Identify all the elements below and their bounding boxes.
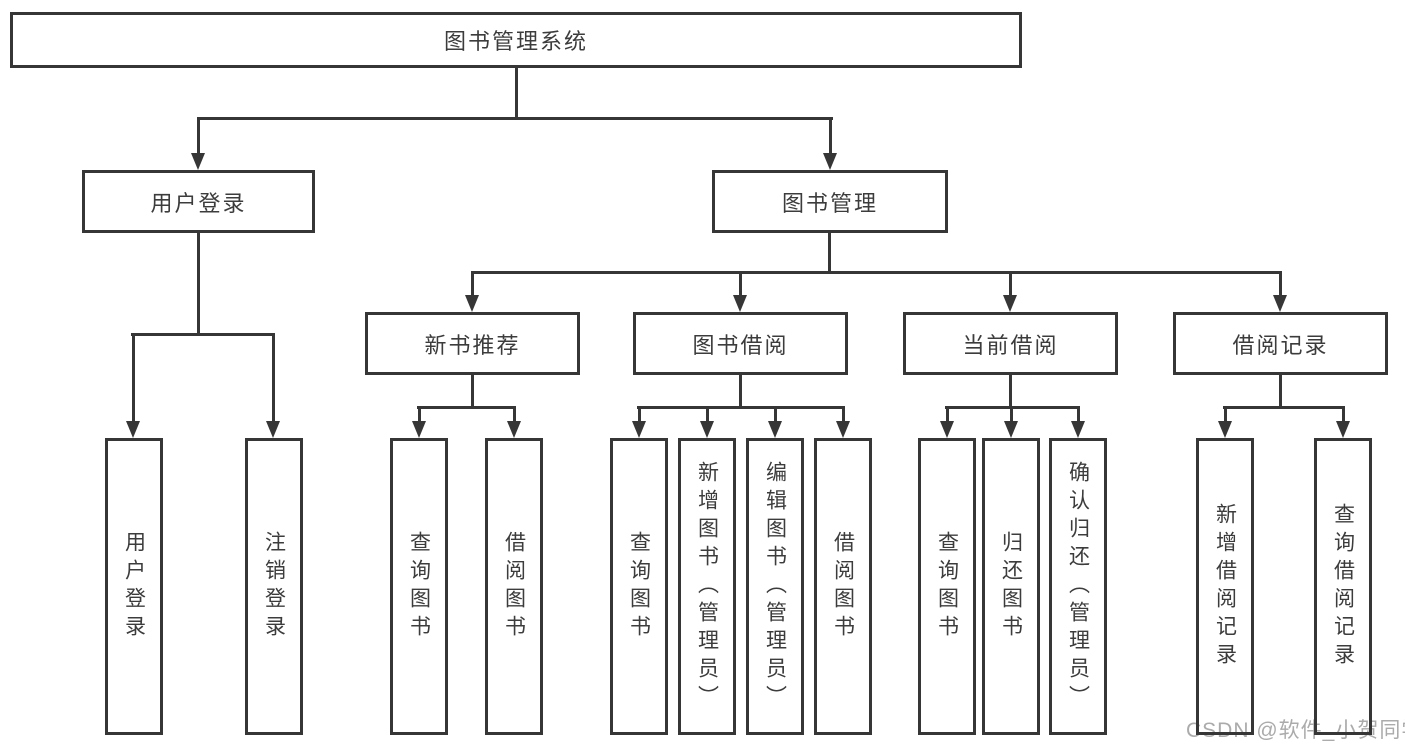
connector-line: [272, 333, 275, 423]
connector-line: [471, 373, 474, 409]
leaf-current-confirm-return-admin-label: 确认归还（管理员）: [1066, 460, 1090, 713]
connector-line: [418, 406, 421, 423]
csdn-watermark: CSDN @软件_小贺同学: [1186, 719, 1405, 742]
leaf-borrow-add-books-admin-label: 新增图书（管理员）: [695, 460, 719, 713]
leaf-current-search-books: 查询图书: [918, 438, 976, 735]
arrowhead-down-icon: [1004, 421, 1018, 438]
connector-line: [471, 271, 474, 297]
node-user-login-label: 用户登录: [150, 190, 247, 216]
connector-line: [774, 406, 777, 423]
leaf-recommend-search-books-label: 查询图书: [407, 530, 431, 643]
arrowhead-down-icon: [836, 421, 850, 438]
node-borrow-records-label: 借阅记录: [1232, 332, 1329, 358]
leaf-current-search-books-label: 查询图书: [935, 530, 959, 643]
leaf-recommend-borrow-books-label: 借阅图书: [502, 530, 526, 643]
node-new-book-recommend: 新书推荐: [365, 312, 580, 375]
arrowhead-down-icon: [507, 421, 521, 438]
arrowhead-down-icon: [1218, 421, 1232, 438]
connector-line: [1223, 406, 1345, 409]
connector-line: [513, 406, 516, 423]
connector-line: [515, 66, 518, 120]
arrowhead-down-icon: [1336, 421, 1350, 438]
leaf-recommend-search-books: 查询图书: [390, 438, 448, 735]
node-book-management-label: 图书管理: [781, 190, 878, 216]
arrowhead-down-icon: [126, 421, 140, 438]
leaf-current-return-books-label: 归还图书: [999, 530, 1023, 643]
leaf-borrow-add-books-admin: 新增图书（管理员）: [678, 438, 736, 735]
node-user-login: 用户登录: [82, 170, 315, 233]
leaf-borrow-borrow-books-label: 借阅图书: [831, 530, 855, 643]
arrowhead-down-icon: [700, 421, 714, 438]
leaf-borrow-search-books-label: 查询图书: [627, 530, 651, 643]
arrowhead-down-icon: [191, 153, 205, 170]
leaf-logout-login-label: 注销登录: [262, 530, 286, 643]
leaf-borrow-edit-books-admin-label: 编辑图书（管理员）: [763, 460, 787, 713]
connector-line: [739, 373, 742, 409]
leaf-records-add-record: 新增借阅记录: [1196, 438, 1254, 735]
node-new-book-recommend-label: 新书推荐: [424, 332, 521, 358]
connector-line: [637, 406, 845, 409]
node-book-borrow-label: 图书借阅: [692, 332, 789, 358]
arrowhead-down-icon: [768, 421, 782, 438]
connector-line: [197, 117, 833, 120]
connector-line: [471, 271, 1282, 274]
connector-line: [638, 406, 641, 423]
connector-line: [1009, 271, 1012, 297]
arrowhead-down-icon: [266, 421, 280, 438]
arrowhead-down-icon: [823, 153, 837, 170]
connector-line: [132, 333, 135, 423]
connector-line: [706, 406, 709, 423]
leaf-current-confirm-return-admin: 确认归还（管理员）: [1049, 438, 1107, 735]
arrowhead-down-icon: [1003, 295, 1017, 312]
connector-line: [828, 231, 831, 274]
arrowhead-down-icon: [1273, 295, 1287, 312]
leaf-records-search-record-label: 查询借阅记录: [1331, 502, 1355, 671]
connector-line: [1224, 406, 1227, 423]
leaf-borrow-search-books: 查询图书: [610, 438, 668, 735]
connector-line: [197, 231, 200, 336]
arrowhead-down-icon: [733, 295, 747, 312]
connector-line: [1279, 373, 1282, 409]
node-current-borrow: 当前借阅: [903, 312, 1118, 375]
leaf-logout-login: 注销登录: [245, 438, 303, 735]
leaf-user-login: 用户登录: [105, 438, 163, 735]
connector-line: [946, 406, 949, 423]
connector-line: [739, 271, 742, 297]
node-root: 图书管理系统: [10, 12, 1022, 68]
connector-line: [131, 333, 275, 336]
leaf-records-search-record: 查询借阅记录: [1314, 438, 1372, 735]
connector-line: [1279, 271, 1282, 297]
connector-line: [1009, 373, 1012, 409]
arrowhead-down-icon: [1071, 421, 1085, 438]
arrowhead-down-icon: [412, 421, 426, 438]
connector-line: [1077, 406, 1080, 423]
connector-line: [829, 117, 832, 155]
leaf-current-return-books: 归还图书: [982, 438, 1040, 735]
arrowhead-down-icon: [465, 295, 479, 312]
connector-line: [1342, 406, 1345, 423]
leaf-recommend-borrow-books: 借阅图书: [485, 438, 543, 735]
leaf-borrow-borrow-books: 借阅图书: [814, 438, 872, 735]
arrowhead-down-icon: [940, 421, 954, 438]
node-book-borrow: 图书借阅: [633, 312, 848, 375]
leaf-borrow-edit-books-admin: 编辑图书（管理员）: [746, 438, 804, 735]
node-current-borrow-label: 当前借阅: [962, 332, 1059, 358]
arrowhead-down-icon: [632, 421, 646, 438]
connector-line: [197, 117, 200, 155]
node-book-management: 图书管理: [712, 170, 948, 233]
node-root-label: 图书管理系统: [443, 29, 588, 54]
connector-line: [1010, 406, 1013, 423]
node-borrow-records: 借阅记录: [1173, 312, 1388, 375]
leaf-user-login-label: 用户登录: [122, 530, 146, 643]
connector-line: [842, 406, 845, 423]
connector-line: [417, 406, 516, 409]
leaf-records-add-record-label: 新增借阅记录: [1213, 502, 1237, 671]
